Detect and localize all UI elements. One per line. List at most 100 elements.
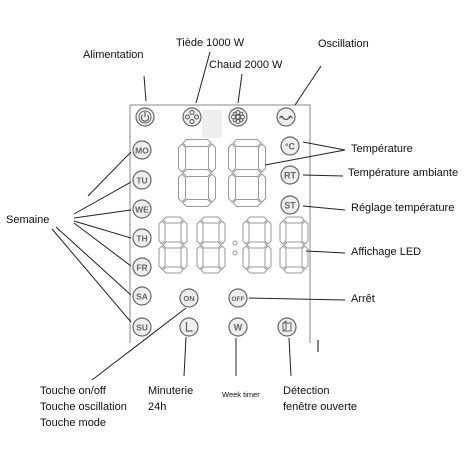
label-minuterie-24h: 24h xyxy=(148,401,167,413)
segment xyxy=(232,169,262,177)
segment xyxy=(162,216,184,224)
day-button-sa[interactable]: SA xyxy=(132,286,152,306)
segment xyxy=(218,245,226,270)
label-chaud: Chaud 2000 W xyxy=(209,59,283,71)
segment xyxy=(178,173,186,203)
day-button-fr[interactable]: FR xyxy=(132,257,152,277)
day-button-we[interactable]: WE xyxy=(132,199,152,219)
segment xyxy=(208,143,216,173)
rt-button[interactable]: RT xyxy=(280,165,300,185)
celsius-label: °C xyxy=(285,142,296,152)
segment xyxy=(301,220,309,245)
segment xyxy=(242,220,250,245)
segment-digit xyxy=(279,216,309,274)
label-week-timer: Week timer xyxy=(222,390,260,399)
day-label-su: SU xyxy=(136,323,148,333)
segment-digit xyxy=(158,216,188,274)
label-minuterie: Minuterie xyxy=(148,385,194,397)
segment xyxy=(258,173,266,203)
label-affichage-led: Affichage LED xyxy=(351,246,422,258)
week-timer-button[interactable]: W xyxy=(228,317,248,337)
time-digits xyxy=(158,216,309,274)
tiede-button[interactable] xyxy=(182,107,202,127)
oscillation-icon xyxy=(279,115,293,121)
segment xyxy=(158,220,166,245)
label-fenetre-ouverte: fenêtre ouverte xyxy=(283,401,357,413)
segment xyxy=(283,266,305,274)
segment xyxy=(200,241,222,249)
segment xyxy=(246,216,268,224)
segment xyxy=(196,245,204,270)
segment xyxy=(279,220,287,245)
segment xyxy=(246,266,268,274)
off-label: OFF xyxy=(232,296,245,303)
power-button[interactable] xyxy=(135,107,155,127)
label-semaine: Semaine xyxy=(6,214,50,226)
oscillation-button[interactable] xyxy=(276,107,296,127)
day-label-tu: TU xyxy=(136,176,147,186)
segment xyxy=(182,169,212,177)
window-detection-button[interactable] xyxy=(277,317,297,337)
day-label-sa: SA xyxy=(136,292,148,302)
label-arret: Arrêt xyxy=(351,293,375,305)
on-button[interactable]: ON xyxy=(179,288,199,308)
segment xyxy=(279,245,287,270)
day-label-mo: MO xyxy=(135,146,149,156)
segment xyxy=(232,139,262,147)
segment xyxy=(228,143,236,173)
day-button-mo[interactable]: MO xyxy=(132,140,152,160)
segment xyxy=(180,220,188,245)
segment xyxy=(232,199,262,207)
segment-digit xyxy=(196,216,226,274)
segment-digit xyxy=(242,216,272,274)
segment xyxy=(182,139,212,147)
segment xyxy=(283,241,305,249)
segment-digit xyxy=(228,139,266,207)
segment xyxy=(218,220,226,245)
segment xyxy=(283,216,305,224)
segment xyxy=(258,143,266,173)
temperature-digits xyxy=(178,139,266,207)
label-tiede: Tiède 1000 W xyxy=(176,37,245,49)
segment xyxy=(162,241,184,249)
heat-coil-icon xyxy=(231,110,245,124)
label-oscillation: Oscillation xyxy=(318,38,369,50)
timer-24h-button[interactable] xyxy=(179,317,199,337)
window-icon xyxy=(282,320,292,332)
segment xyxy=(182,199,212,207)
day-button-th[interactable]: TH xyxy=(132,228,152,248)
highlight-patch xyxy=(202,110,222,138)
label-alimentation: Alimentation xyxy=(83,49,144,61)
segment xyxy=(200,216,222,224)
leader-lines xyxy=(51,51,346,381)
off-button[interactable]: OFF xyxy=(228,288,248,308)
day-label-we: WE xyxy=(135,205,149,215)
week-label: W xyxy=(234,323,243,333)
display-panel xyxy=(129,104,319,352)
segment xyxy=(162,266,184,274)
day-label-fr: FR xyxy=(136,263,147,273)
segment xyxy=(242,245,250,270)
segment-digit xyxy=(178,139,216,207)
segment xyxy=(200,266,222,274)
power-icon xyxy=(140,112,150,122)
clock-icon xyxy=(185,322,193,332)
segment xyxy=(228,173,236,203)
segment xyxy=(246,241,268,249)
day-button-tu[interactable]: TU xyxy=(132,170,152,190)
chaud-button[interactable] xyxy=(228,107,248,127)
day-label-th: TH xyxy=(136,234,147,244)
on-label: ON xyxy=(183,294,194,303)
label-touche-onoff: Touche on/off xyxy=(40,385,106,397)
segment xyxy=(208,173,216,203)
day-button-su[interactable]: SU xyxy=(132,317,152,337)
time-colon xyxy=(232,240,238,256)
segment xyxy=(178,143,186,173)
label-temperature: Température xyxy=(351,143,413,155)
celsius-button[interactable]: °C xyxy=(280,136,300,156)
label-temperature-ambiante: Température ambiante xyxy=(348,167,459,179)
segment xyxy=(264,220,272,245)
segment xyxy=(264,245,272,270)
st-button[interactable]: ST xyxy=(280,195,300,215)
